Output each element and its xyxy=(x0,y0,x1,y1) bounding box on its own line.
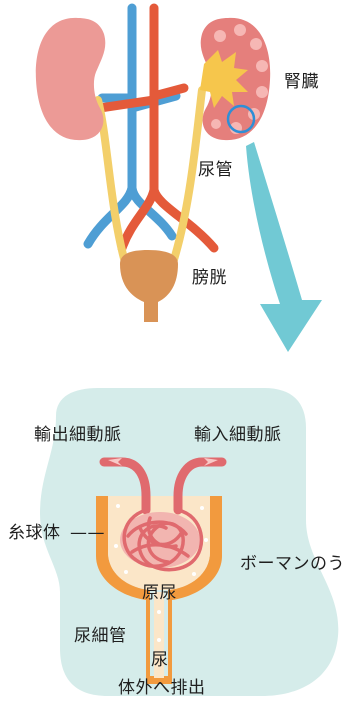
label-bladder: 膀胱 xyxy=(192,270,227,287)
left-kidney xyxy=(36,18,105,140)
label-glomerulus: 糸球体 xyxy=(8,525,61,542)
label-primary-urine: 原尿 xyxy=(142,585,177,602)
label-efferent-arteriole: 輸出細動脈 xyxy=(34,427,122,444)
zoom-arrow xyxy=(246,142,322,352)
urinary-system xyxy=(36,8,270,322)
label-renal-tubule: 尿細管 xyxy=(74,628,127,645)
label-ureter: 尿管 xyxy=(198,162,233,179)
label-urine: 尿 xyxy=(151,652,169,669)
bladder xyxy=(120,250,178,322)
label-kidney: 腎臓 xyxy=(284,74,319,91)
glomerulus-leader-line: —— xyxy=(70,525,105,542)
label-bowman-capsule: ボーマンのう xyxy=(240,556,345,573)
label-excretion: 体外へ排出 xyxy=(118,680,206,697)
label-afferent-arteriole: 輸入細動脈 xyxy=(194,427,282,444)
